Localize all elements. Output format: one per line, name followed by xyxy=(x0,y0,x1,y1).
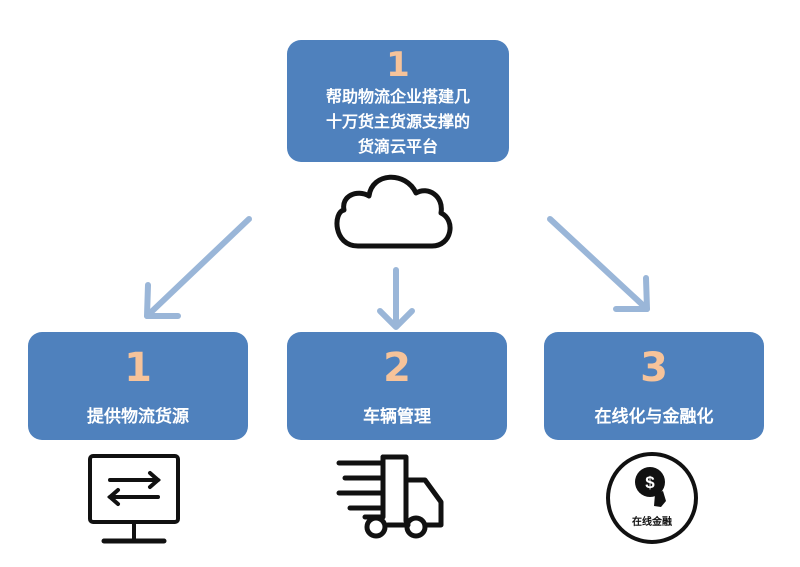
arrow-right xyxy=(547,216,650,312)
vehicle-management-label: 车辆管理 xyxy=(363,407,431,427)
online-finance-number: 3 xyxy=(640,345,668,391)
cargo-source-number: 1 xyxy=(124,345,152,391)
platform-label-line-2: 十万货主货源支撑的 xyxy=(325,112,470,131)
cargo-source-box: 1 提供物流货源 xyxy=(28,332,248,440)
arrow-down xyxy=(377,267,415,330)
cargo-source-label: 提供物流货源 xyxy=(87,407,189,427)
hand-pointer-icon xyxy=(654,491,666,507)
vehicle-management-box: 2 车辆管理 xyxy=(287,332,507,440)
platform-label-line-3: 货滴云平台 xyxy=(357,137,438,156)
svg-text:$: $ xyxy=(645,473,655,492)
online-finance-label: 在线化与金融化 xyxy=(594,407,714,427)
coin-icon xyxy=(635,467,665,497)
cloud-icon xyxy=(334,174,453,249)
online-finance-icon: $ 在线金融 xyxy=(606,452,698,544)
platform-box: 1 帮助物流企业搭建几 十万货主货源支撑的 货滴云平台 xyxy=(287,40,509,162)
delivery-truck-icon xyxy=(336,454,444,539)
monitor-transfer-icon xyxy=(88,454,180,544)
platform-number: 1 xyxy=(386,45,410,85)
vehicle-management-number: 2 xyxy=(383,345,411,391)
online-finance-icon-text: 在线金融 xyxy=(632,515,672,528)
arrow-left xyxy=(144,216,252,319)
online-finance-box: 3 在线化与金融化 xyxy=(544,332,764,440)
platform-label-line-1: 帮助物流企业搭建几 xyxy=(325,87,470,106)
